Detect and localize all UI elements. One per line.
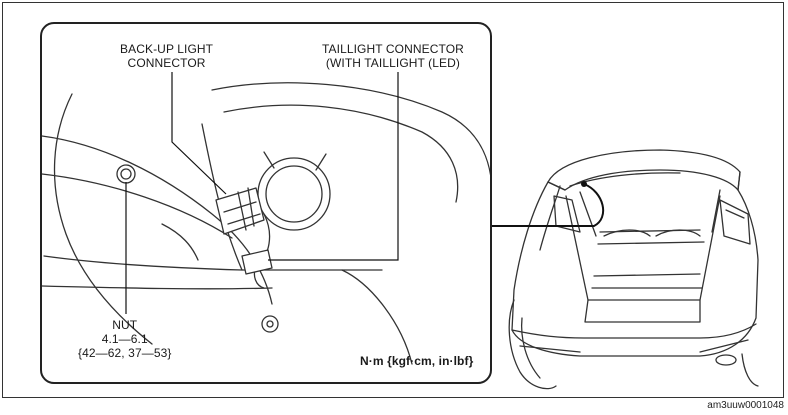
nut-label: NUT bbox=[112, 318, 138, 332]
nut-callout: NUT 4.1—6.1 {42—62, 37—53} bbox=[78, 318, 171, 360]
taillight-detail-illustration bbox=[42, 72, 490, 365]
nut-torque-nm: 4.1—6.1 bbox=[101, 332, 148, 346]
nut-torque-alt: {42—62, 37—53} bbox=[78, 346, 172, 360]
figure-id: am3uuw0001048 bbox=[707, 400, 784, 411]
detail-view-box: BACK-UP LIGHT CONNECTOR TAILLIGHT CONNEC… bbox=[40, 22, 492, 384]
figure-frame bbox=[2, 2, 784, 398]
backup-light-connector-label: BACK-UP LIGHT CONNECTOR bbox=[120, 42, 214, 70]
torque-units-label: N·m {kgf·cm, in·lbf} bbox=[360, 354, 474, 368]
taillight-connector-label: TAILLIGHT CONNECTOR (WITH TAILLIGHT (LED… bbox=[322, 42, 464, 70]
